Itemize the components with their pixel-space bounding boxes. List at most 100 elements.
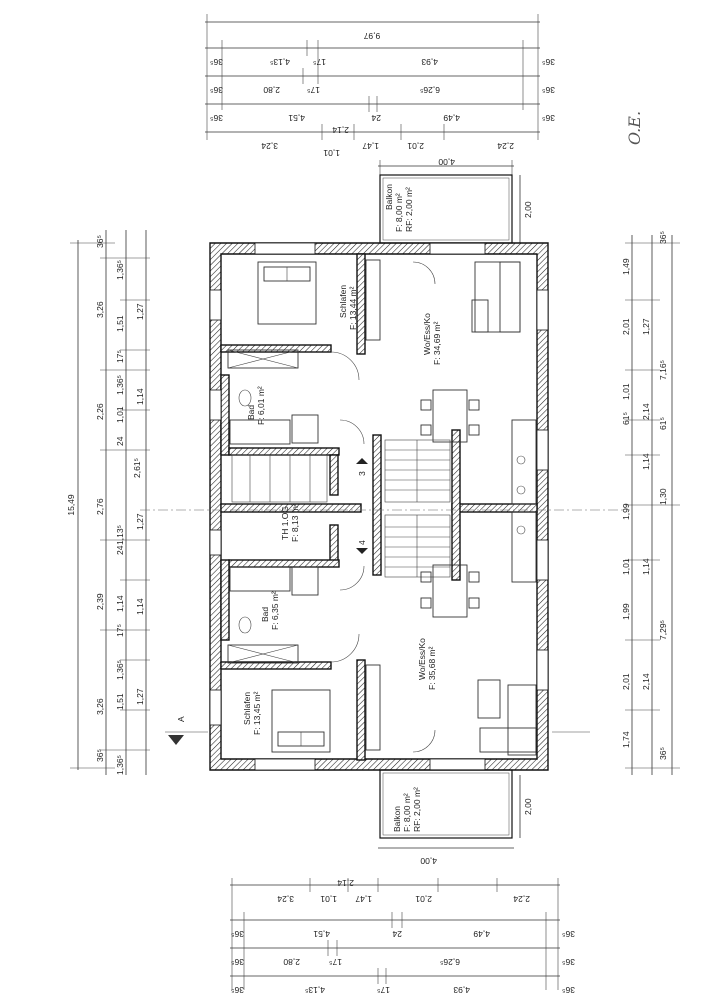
dim-left-mid-9: 24 bbox=[115, 545, 125, 555]
dim-bottom-r3-e: 36⁵ bbox=[562, 957, 575, 967]
dim-top-r5-e: 2,01 bbox=[407, 141, 424, 151]
dim-top-total: 9,97 bbox=[363, 31, 380, 41]
right-dimensions: 7,16⁵ 7,29⁵ 36⁵ 36⁵ 1,49 2,01 1,01 61⁵ 6… bbox=[621, 231, 680, 775]
dim-top-r5-a: 3,24 bbox=[261, 141, 278, 151]
dim-bottom-r4-d: 4,49 bbox=[473, 929, 490, 939]
dim-right-outer-bottom: 7,29⁵ bbox=[658, 620, 668, 640]
dim-right-inner-4: 1,30 bbox=[658, 488, 668, 505]
dim-left-mid-1: 1,36⁵ bbox=[115, 260, 125, 280]
dim-left-outer-1: 36⁵ bbox=[95, 235, 105, 248]
dim-top-r2-b: 4,13⁵ bbox=[270, 57, 290, 67]
dim-left-mid-4: 1,36⁵ bbox=[115, 375, 125, 395]
dim-bottom-r4-b: 4,51 bbox=[313, 929, 330, 939]
dim-left-mid-14: 1,36⁵ bbox=[115, 755, 125, 775]
dim-left-mid-5: 1,01 bbox=[115, 406, 125, 423]
dim-right-inner-1: 1,27 bbox=[641, 318, 651, 335]
dim-left-mid-7: 2,61⁵ bbox=[132, 458, 142, 478]
dim-bottom-r5-d: 1,47 bbox=[355, 894, 372, 904]
room-wo-top-name: Wo/Ess/Ko bbox=[422, 313, 432, 355]
dim-bottom-r2-c: 17⁵ bbox=[377, 985, 390, 995]
dim-top-r5-f: 2,24 bbox=[497, 141, 514, 151]
room-schlafen-top-area: F: 13,44 m² bbox=[348, 286, 358, 330]
room-wo-top-area: F: 34,69 m² bbox=[432, 321, 442, 365]
room-th-name: TH 1.OG bbox=[280, 506, 290, 540]
room-balkon-bottom-area: F: 8,00 m² bbox=[402, 793, 412, 832]
dim-right-mid-8: 1,99 bbox=[621, 603, 631, 620]
dim-left-outer-7: 36⁵ bbox=[95, 749, 105, 762]
dim-top-r2-e: 36⁵ bbox=[542, 57, 555, 67]
dim-bottom-r5-f: 2,24 bbox=[513, 894, 530, 904]
dim-left-mid-2: 1,51 bbox=[115, 315, 125, 332]
dim-top-r3-c: 17⁵ bbox=[307, 85, 320, 95]
room-balkon-bottom-name: Balkon bbox=[392, 806, 402, 832]
dim-left-outer-3: 2,26 bbox=[95, 403, 105, 420]
room-bad-top-area: F: 6,01 m² bbox=[256, 386, 266, 425]
dim-left-inner-2: 1,14 bbox=[135, 388, 145, 405]
dim-left-mid-13: 1,51 bbox=[115, 693, 125, 710]
dim-left-inner-4: 1,14 bbox=[135, 598, 145, 615]
dim-right-outer-top: 7,16⁵ bbox=[658, 360, 668, 380]
dim-top-r5-c: 2,14 bbox=[332, 125, 349, 135]
dim-bottom-r5-a: 3,24 bbox=[277, 894, 294, 904]
dim-bottom-r5-c: 2,14 bbox=[337, 878, 354, 888]
room-th-area: F: 8,13 m² bbox=[290, 503, 300, 542]
dim-bottom-r4-c: 24 bbox=[392, 929, 402, 939]
dim-top-r4-a: 36⁵ bbox=[210, 113, 223, 123]
dim-bottom-r4-a: 36⁵ bbox=[231, 929, 244, 939]
dim-bottom-r3-d: 6,26⁵ bbox=[440, 957, 460, 967]
dim-top-r2-a: 36⁵ bbox=[210, 57, 223, 67]
room-balkon-top-area: F: 8,00 m² bbox=[394, 193, 404, 232]
room-schlafen-bottom-name: Schlafen bbox=[242, 692, 252, 725]
dim-left-mid-6: 24 bbox=[115, 436, 125, 446]
dim-left-outer-2: 3,26 bbox=[95, 301, 105, 318]
dim-top-r2-d: 4,93 bbox=[421, 57, 438, 67]
dim-right-mid-3: 1,01 bbox=[621, 383, 631, 400]
dim-left-mid-3: 17⁵ bbox=[115, 350, 125, 363]
dim-left-inner-5: 1,27 bbox=[135, 688, 145, 705]
stair-number-4: 4 bbox=[357, 540, 367, 545]
dim-left-outer-6: 3,26 bbox=[95, 698, 105, 715]
dim-top-r5-d: 1,47 bbox=[362, 141, 379, 151]
dim-top-r3-b: 2,80 bbox=[263, 85, 280, 95]
room-balkon-top-name: Balkon bbox=[384, 184, 394, 210]
section-arrow-icon bbox=[168, 735, 184, 745]
stair-number-3: 3 bbox=[357, 471, 367, 476]
dim-bottom-r3-b: 2,80 bbox=[283, 957, 300, 967]
top-dimensions: 9,97 36⁵ 4,13⁵ 17⁵ 4,93 36⁵ 36⁵ 2,80 17⁵… bbox=[205, 14, 555, 250]
dim-left-mid-8: 1,13⁵ bbox=[115, 525, 125, 545]
handwritten-initials: O.E. bbox=[625, 111, 644, 145]
section-marker: A bbox=[165, 716, 590, 745]
dim-top-r4-e: 36⁵ bbox=[542, 113, 555, 123]
stair-arrow-up-icon bbox=[356, 458, 368, 464]
building-walls bbox=[209, 242, 549, 771]
dim-bottom-r5-b: 1,01 bbox=[320, 894, 337, 904]
room-balkon-bottom-rf: RF: 2,00 m² bbox=[412, 787, 422, 832]
dim-left-total: 15,49 bbox=[66, 494, 76, 516]
dim-right-mid-9: 2,01 bbox=[621, 673, 631, 690]
dim-top-r4-b: 4,51 bbox=[288, 113, 305, 123]
room-bad-bottom-name: Bad bbox=[260, 607, 270, 622]
dim-bottom-r2-b: 4,13⁵ bbox=[305, 985, 325, 995]
room-wo-bottom-name: Wo/Ess/Ko bbox=[417, 638, 427, 680]
dim-right-mid-7: 1,01 bbox=[621, 558, 631, 575]
dim-right-mid-10: 1,74 bbox=[621, 731, 631, 748]
room-labels: Balkon F: 8,00 m² RF: 2,00 m² Schlafen F… bbox=[242, 184, 442, 832]
dim-top-r3-a: 36⁵ bbox=[210, 85, 223, 95]
dim-top-r2-c: 17⁵ bbox=[313, 57, 326, 67]
dim-left-inner-1: 1,27 bbox=[135, 303, 145, 320]
dim-bottom-balcony-width: 4,00 bbox=[420, 856, 437, 866]
dim-right-mid-6: 1,99 bbox=[621, 503, 631, 520]
room-balkon-top-rf: RF: 2,00 m² bbox=[404, 187, 414, 232]
dim-top-r3-e: 36⁵ bbox=[542, 85, 555, 95]
dim-left-inner-3: 1,27 bbox=[135, 513, 145, 530]
dim-right-inner-6: 2,14 bbox=[641, 673, 651, 690]
dim-right-inner-5: 1,14 bbox=[641, 558, 651, 575]
room-schlafen-bottom-area: F: 13,45 m² bbox=[252, 691, 262, 735]
dim-left-mid-12: 1,36⁵ bbox=[115, 660, 125, 680]
dim-bottom-r5-e: 2,01 bbox=[415, 894, 432, 904]
section-label: A bbox=[176, 716, 186, 722]
dim-bottom-r3-c: 17⁵ bbox=[329, 957, 342, 967]
dim-left-mid-10: 1,14 bbox=[115, 595, 125, 612]
bottom-dimensions: 4,00 2,00 3,24 1,01 2,14 1,47 2,01 2,24 … bbox=[230, 775, 575, 995]
